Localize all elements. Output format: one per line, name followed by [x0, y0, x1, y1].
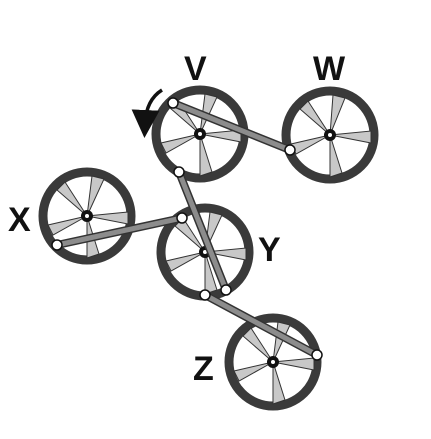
pivot-pins [51, 97, 323, 361]
rod-Y-Z-fill [202, 292, 320, 358]
pin-W-rim [284, 144, 296, 156]
pin-Y-right [220, 284, 232, 296]
pin-X-rim [51, 239, 63, 251]
pin-V-rim [167, 97, 179, 109]
pin-Y-bottom [199, 289, 211, 301]
label-W: W [313, 50, 346, 88]
pin-V-lower [173, 166, 185, 178]
pin-Y-left [176, 212, 188, 224]
wheel-Y [156, 203, 254, 301]
wheel-Y-hub-center [203, 250, 207, 254]
connecting-rods [53, 99, 321, 359]
label-Y: Y [258, 231, 281, 269]
label-V: V [184, 50, 207, 88]
wheel-W [281, 86, 379, 184]
rotation-arrow-icon [131, 88, 163, 138]
label-Z: Z [193, 350, 214, 388]
label-X: X [8, 201, 31, 239]
wheel-V-hub-center [198, 132, 202, 136]
wheel-Z-hub-center [271, 360, 275, 364]
rod-V-W-fill [170, 100, 293, 153]
pin-Z-rim [311, 349, 323, 361]
wheel-W-hub-center [328, 133, 332, 137]
rod-V-Y-fill [176, 169, 229, 293]
wheel-X-hub-center [85, 214, 89, 218]
rod-X-Y-fill [54, 215, 185, 248]
wheel-Y-spokes [165, 211, 247, 295]
